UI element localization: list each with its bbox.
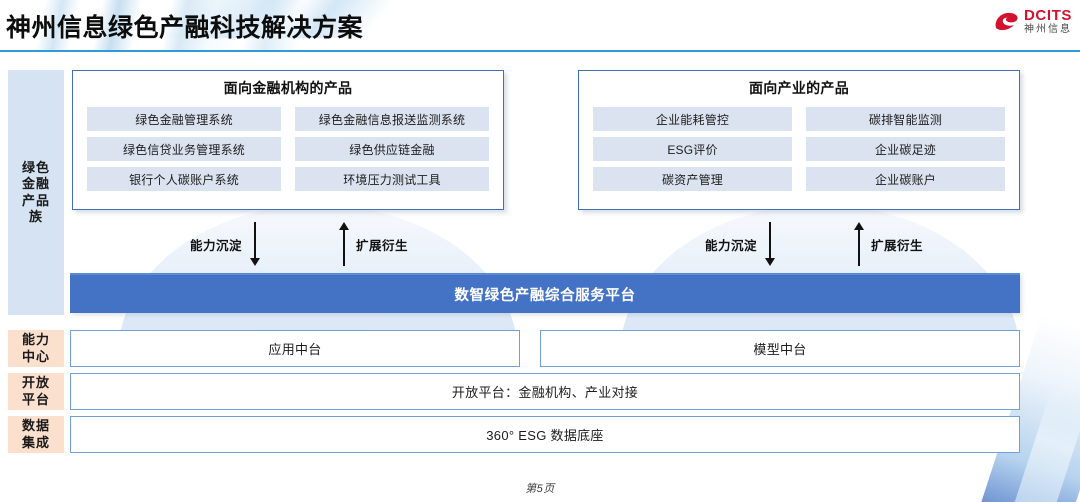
product-chip[interactable]: 绿色金融信息报送监测系统 bbox=[295, 107, 489, 131]
rail-label-green-product-family: 绿色 金融 产品 族 bbox=[21, 160, 50, 224]
flow-left-expansion-derivation: 扩展衍生 bbox=[338, 222, 408, 266]
platform-label: 数智绿色产融综合服务平台 bbox=[454, 287, 636, 304]
flow-label: 扩展衍生 bbox=[871, 238, 924, 253]
page-number: 第5页 bbox=[525, 483, 555, 495]
rail-ability-center: 能力 中心 bbox=[8, 330, 64, 367]
product-chip[interactable]: 企业碳足迹 bbox=[806, 137, 1005, 161]
rail-green-product-family: 绿色 金融 产品 族 bbox=[8, 70, 64, 315]
flow-label: 扩展衍生 bbox=[356, 238, 409, 253]
box-model-middle-platform[interactable]: 模型中台 bbox=[540, 330, 1020, 367]
panel-title-financial: 面向金融机构的产品 bbox=[223, 80, 353, 96]
panel-financial-products: 面向金融机构的产品 绿色金融管理系统 绿色金融信息报送监测系统 绿色信贷业务管理… bbox=[72, 70, 504, 210]
rail-open-platform: 开放 平台 bbox=[8, 373, 64, 410]
page-title: 神州信息绿色产融科技解决方案 bbox=[6, 14, 364, 42]
arrow-up-icon bbox=[338, 222, 349, 266]
box-data-foundation[interactable]: 360° ESG 数据底座 bbox=[70, 416, 1020, 453]
product-chip[interactable]: ESG评价 bbox=[593, 137, 792, 161]
chip-grid-financial: 绿色金融管理系统 绿色金融信息报送监测系统 绿色信贷业务管理系统 绿色供应链金融… bbox=[87, 107, 489, 191]
logo-en-text: DCITS bbox=[1024, 7, 1072, 24]
flow-right-expansion-derivation: 扩展衍生 bbox=[853, 222, 923, 266]
product-chip[interactable]: 绿色供应链金融 bbox=[295, 137, 489, 161]
arrow-down-icon bbox=[249, 222, 260, 266]
product-chip[interactable]: 环境压力测试工具 bbox=[295, 167, 489, 191]
product-chip[interactable]: 银行个人碳账户系统 bbox=[87, 167, 281, 191]
flow-label: 能力沉淀 bbox=[190, 238, 243, 253]
rail-data-integration: 数据 集成 bbox=[8, 416, 64, 453]
logo-cn-text: 神州信息 bbox=[1024, 24, 1072, 35]
product-chip[interactable]: 绿色信贷业务管理系统 bbox=[87, 137, 281, 161]
swoosh-icon bbox=[995, 12, 1018, 30]
rail-label-data-integration: 数据 集成 bbox=[21, 418, 50, 450]
panel-title-industry: 面向产业的产品 bbox=[748, 80, 850, 96]
product-chip[interactable]: 企业能耗管控 bbox=[593, 107, 792, 131]
rail-label-ability-center: 能力 中心 bbox=[21, 332, 50, 364]
flow-left-capability-precipitation: 能力沉淀 bbox=[190, 222, 260, 266]
product-chip[interactable]: 碳排智能监测 bbox=[806, 107, 1005, 131]
panel-industry-products: 面向产业的产品 企业能耗管控 碳排智能监测 ESG评价 企业碳足迹 碳资产管理 … bbox=[578, 70, 1020, 210]
header-divider bbox=[0, 50, 1080, 52]
logo-text-block: DCITS 神州信息 bbox=[1024, 8, 1072, 35]
arrow-down-icon bbox=[764, 222, 775, 266]
flow-label: 能力沉淀 bbox=[705, 238, 758, 253]
slide-header: 神州信息绿色产融科技解决方案 DCITS 神州信息 bbox=[0, 0, 1080, 52]
rail-label-open-platform: 开放 平台 bbox=[21, 375, 50, 407]
product-chip[interactable]: 碳资产管理 bbox=[593, 167, 792, 191]
box-open-platform[interactable]: 开放平台：金融机构、产业对接 bbox=[70, 373, 1020, 410]
product-chip[interactable]: 企业碳账户 bbox=[806, 167, 1005, 191]
product-chip[interactable]: 绿色金融管理系统 bbox=[87, 107, 281, 131]
brand-logo: DCITS 神州信息 bbox=[993, 8, 1072, 35]
flow-right-capability-precipitation: 能力沉淀 bbox=[705, 222, 775, 266]
chip-grid-industry: 企业能耗管控 碳排智能监测 ESG评价 企业碳足迹 碳资产管理 企业碳账户 bbox=[593, 107, 1005, 191]
platform-bar[interactable]: 数智绿色产融综合服务平台 bbox=[70, 273, 1020, 313]
box-application-middle-platform[interactable]: 应用中台 bbox=[70, 330, 520, 367]
arrow-up-icon bbox=[853, 222, 864, 266]
